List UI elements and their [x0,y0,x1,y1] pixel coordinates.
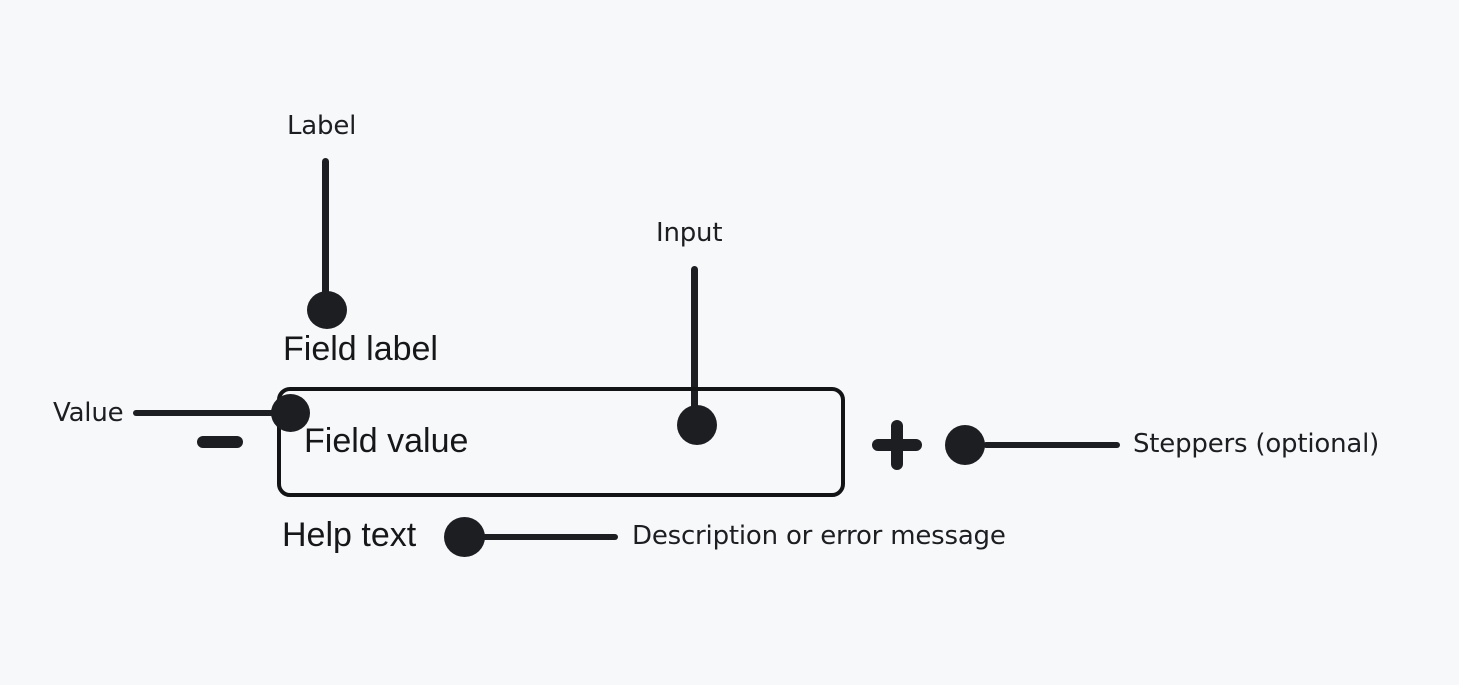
label-anchor-dot [307,291,347,329]
increment-stepper-button[interactable] [872,420,922,470]
steppers-anchor-dot [945,425,985,465]
decrement-stepper-button[interactable] [197,436,243,448]
help-text: Help text [282,516,417,554]
annotation-description: Description or error message [632,521,1006,551]
help-anchor-dot [444,517,485,557]
annotation-steppers: Steppers (optional) [1133,429,1380,459]
annotation-value: Value [53,398,124,428]
annotation-label: Label [287,111,357,141]
help-connector-line [481,534,618,540]
annotation-input: Input [656,218,723,248]
plus-icon [891,420,903,470]
field-value-input[interactable] [277,387,845,497]
steppers-connector-line [983,442,1120,448]
label-connector-line [322,158,329,298]
value-anchor-dot [271,394,310,432]
value-connector-line [133,410,291,416]
field-value-text: Field value [304,422,469,460]
field-label: Field label [283,330,438,368]
input-connector-line [691,266,698,412]
input-anchor-dot [677,405,717,445]
